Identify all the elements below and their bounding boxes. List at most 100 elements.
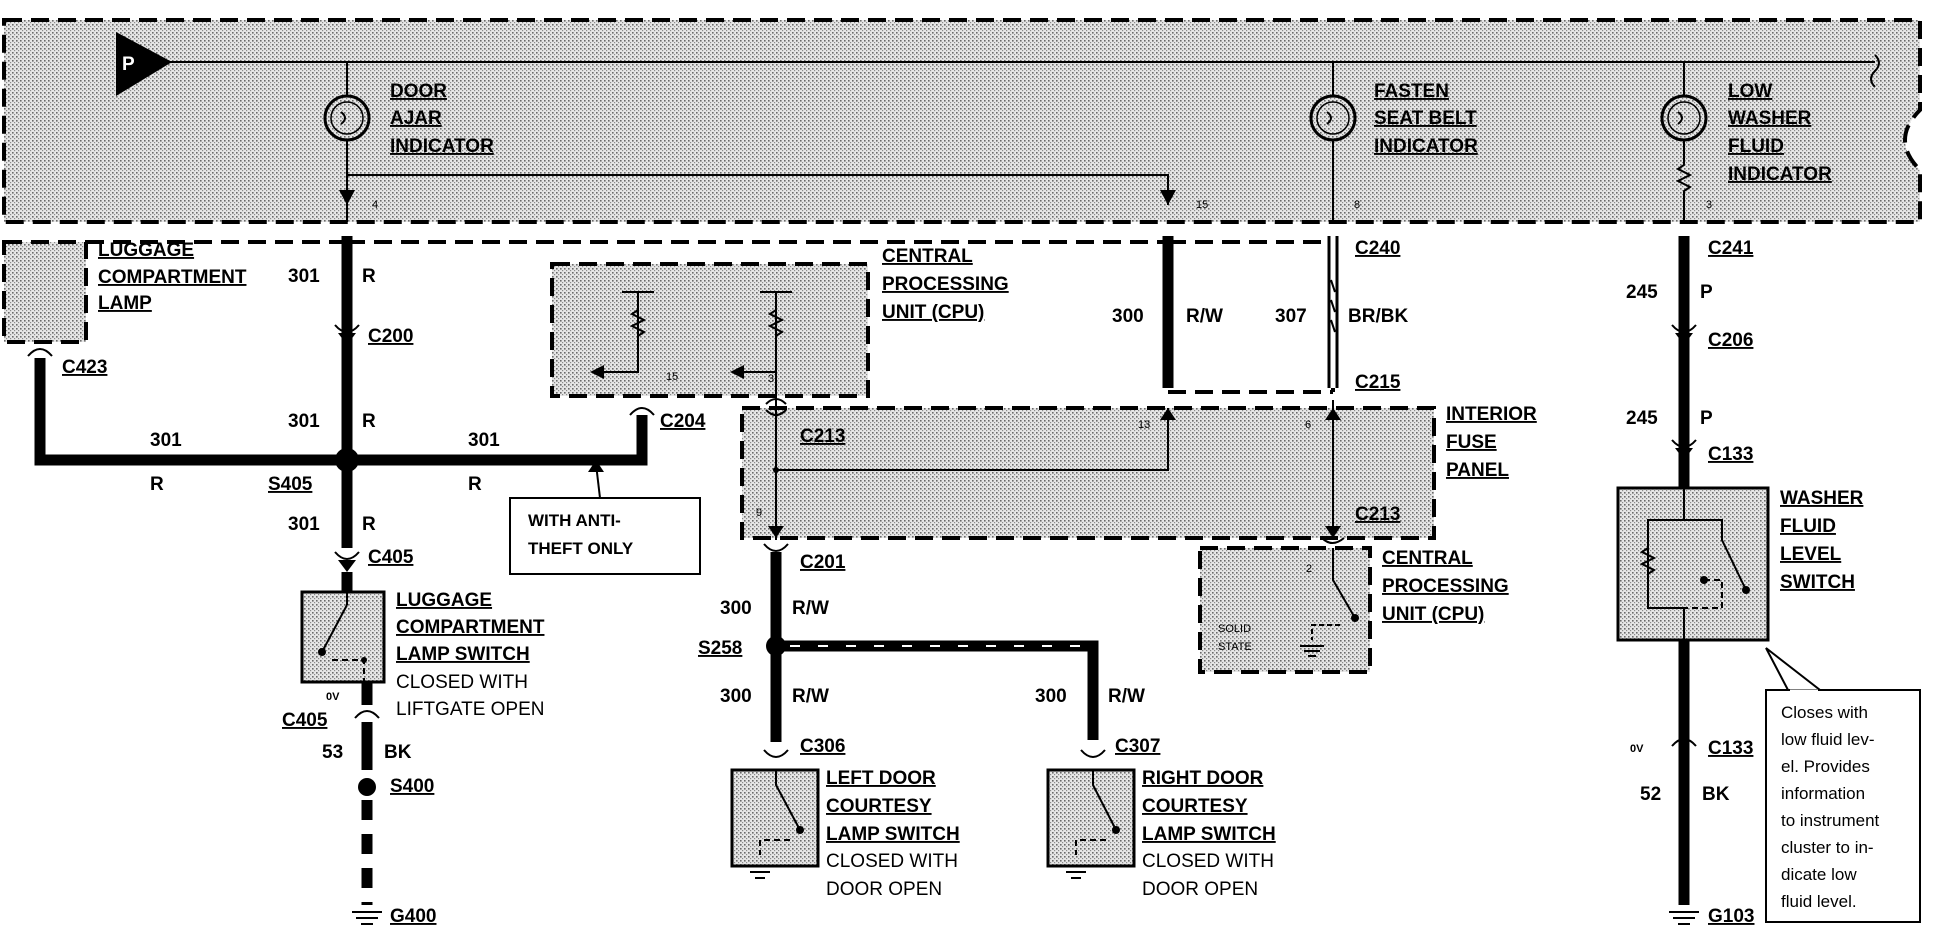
fuse-panel-title-2: FUSE [1446,432,1497,453]
connector-c200-label: C200 [368,326,413,347]
voltage-0v-label-a: 0V [326,691,340,703]
cluster-edge-mark [1870,54,1880,88]
connector-c307-label: C307 [1115,736,1160,757]
washer-note-line-6: cluster to in- [1781,838,1874,857]
anti-theft-note-box [509,497,701,575]
luggage-switch-contact-icon [318,592,367,682]
fuse-panel-title-3: PANEL [1446,460,1509,481]
seat-belt-label-1: FASTEN [1374,81,1449,102]
connector-c133-lower-icon [1671,738,1697,747]
connector-c213-label-a: C213 [800,426,845,447]
voltage-0v-label-b: 0V [1630,743,1644,755]
wire-300-label-top: 300 [1112,306,1144,327]
cpu-top-pin-15: 15 [666,371,678,383]
fuse-panel-title-1: INTERIOR [1446,404,1537,425]
wire-301-label-c: 301 [288,514,320,535]
wire-301-label-right: 301 [468,430,500,451]
wire-r-label-left: R [150,474,164,495]
fuse-panel-pin-6: 6 [1305,419,1311,431]
luggage-switch-title-3: LAMP SWITCH [396,644,530,665]
left-door-switch-box [730,768,820,868]
wire-245-label-a: 245 [1626,282,1658,303]
wire-300-label-b: 300 [720,598,752,619]
ground-g400-icon [352,911,382,925]
cpu-bottom-title-3: UNIT (CPU) [1382,604,1484,625]
cpu-bottom-solid-1: SOLID [1218,623,1251,635]
splice-s258-label: S258 [698,638,742,659]
wire-245-label-b: 245 [1626,408,1658,429]
wire-bk-label-53: BK [384,742,412,763]
washer-switch-title-3: LEVEL [1780,544,1842,565]
cpu-top-box [550,262,870,398]
cpu-bottom-solid-2: STATE [1218,641,1252,653]
connector-c206-label: C206 [1708,330,1753,351]
right-door-switch-contact-icon [1062,770,1120,879]
washer-note-pointer [1765,647,1823,691]
washer-switch-title-2: FLUID [1780,516,1836,537]
connector-c405-label-a: C405 [368,547,414,568]
cluster-pin-3: 3 [1706,199,1712,211]
wire-rw-label-c: R/W [792,686,829,707]
luggage-switch-box [300,590,386,684]
cpu-bottom-title-2: PROCESSING [1382,576,1509,597]
wire-rw-label-d: R/W [1108,686,1145,707]
connector-c133-label-a: C133 [1708,444,1753,465]
door-ajar-label-3: INDICATOR [390,136,494,157]
right-door-switch-title-3: LAMP SWITCH [1142,824,1276,845]
connector-c307-icon [1080,749,1106,758]
right-door-switch-title-2: COURTESY [1142,796,1248,817]
wire-53-label: 53 [322,742,343,763]
seat-belt-label-3: INDICATOR [1374,136,1478,157]
cpu-top-title-1: CENTRAL [882,246,973,267]
wire-r-label-a: R [362,266,376,287]
anti-theft-pointer-head [588,460,604,472]
cpu-bottom-pin-2: 2 [1306,563,1312,575]
washer-note-line-2: low fluid lev- [1781,730,1875,749]
connector-c201-icon [763,543,789,552]
connector-c405-upper-icon [334,551,360,572]
luggage-switch-title-2: COMPARTMENT [396,617,545,638]
luggage-lamp-label-3: LAMP [98,293,152,314]
washer-note-line-3: el. Provides [1781,757,1870,776]
connector-c405-label-b: C405 [282,710,328,731]
seat-belt-bulb-icon [1309,62,1357,222]
power-source-label: P [122,54,135,75]
cpu-bottom-switch-icon [1300,537,1359,657]
luggage-switch-caption-1: CLOSED WITH [396,672,528,693]
splice-s405-dot [335,448,359,472]
wire-300-label-c: 300 [720,686,752,707]
wire-301-label-left: 301 [150,430,182,451]
washer-note-box [1765,689,1921,923]
washer-lamp-label-1: LOW [1728,81,1772,102]
luggage-lamp-box [2,240,88,344]
connector-c201-label: C201 [800,552,846,573]
connector-c240-label: C240 [1355,238,1400,259]
cpu-top-internals-icon [590,291,792,400]
wire-brbk-label: BR/BK [1348,306,1408,327]
door-ajar-bulb-icon [323,62,1176,222]
connector-c204-label: C204 [660,411,706,432]
anti-theft-note-line-2: THEFT ONLY [528,539,634,558]
cpu-bottom-box [1198,546,1372,674]
connector-c206-icon [1671,324,1697,345]
splice-s400-label: S400 [390,776,434,797]
left-door-switch-title-2: COURTESY [826,796,932,817]
connector-c306-label: C306 [800,736,845,757]
wire-r-label-right: R [468,474,482,495]
door-ajar-label-1: DOOR [390,81,447,102]
washer-note-line-8: fluid level. [1781,892,1857,911]
wire-301-label-a: 301 [288,266,320,287]
fuse-panel-internals-icon [765,398,1341,540]
washer-lamp-label-4: INDICATOR [1728,164,1832,185]
cpu-bottom-title-1: CENTRAL [1382,548,1473,569]
ground-g103-label: G103 [1708,906,1754,927]
anti-theft-note-line-1: WITH ANTI- [528,511,621,530]
cluster-pin-4: 4 [372,199,378,211]
interior-fuse-panel-box [740,406,1436,540]
connector-c423-icon [27,348,53,357]
wire-rw-label-b: R/W [792,598,829,619]
left-door-switch-title-1: LEFT DOOR [826,768,936,789]
left-door-switch-contact-icon [746,770,804,879]
fuse-panel-pin-9: 9 [756,507,762,519]
